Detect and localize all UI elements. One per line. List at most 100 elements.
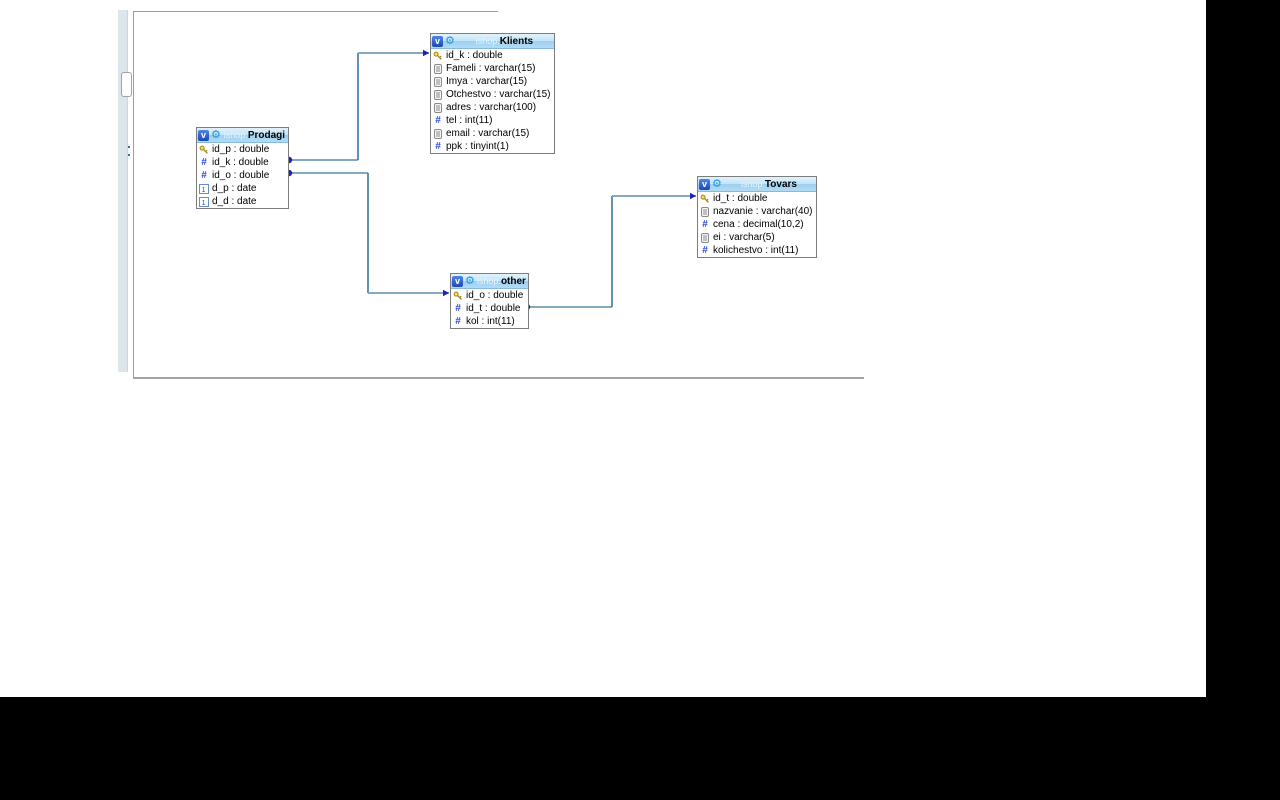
table-header[interactable]: v⚙ishop.Prodagi bbox=[197, 128, 288, 143]
field-label: Imya : varchar(15) bbox=[446, 76, 528, 87]
key-icon bbox=[433, 51, 443, 61]
table-title: ishop.Klients bbox=[475, 35, 534, 47]
field-label: cena : decimal(10,2) bbox=[713, 219, 804, 230]
field-row[interactable]: Fameli : varchar(15) bbox=[431, 62, 554, 75]
field-label: email : varchar(15) bbox=[446, 128, 530, 139]
numeric-icon: # bbox=[201, 156, 207, 168]
field-label: Otchestvo : varchar(15) bbox=[446, 89, 551, 100]
field-row[interactable]: 1 d_p : date bbox=[197, 182, 288, 195]
panel-grip-dot bbox=[128, 146, 130, 148]
key-icon bbox=[199, 145, 209, 155]
field-row[interactable]: # id_t : double bbox=[451, 302, 528, 315]
field-row[interactable]: # kolichestvo : int(11) bbox=[698, 244, 816, 257]
field-label: tel : int(11) bbox=[446, 115, 493, 126]
panel-expand-handle[interactable] bbox=[121, 72, 132, 97]
field-row[interactable]: 1 d_d : date bbox=[197, 195, 288, 208]
table-title: ishop.Tovars bbox=[740, 178, 797, 190]
field-row[interactable]: Imya : varchar(15) bbox=[431, 75, 554, 88]
relation-target-arrow bbox=[423, 49, 429, 57]
field-label: id_p : double bbox=[212, 144, 270, 155]
text-icon bbox=[700, 206, 710, 217]
field-label: id_t : double bbox=[466, 303, 521, 314]
field-label: id_t : double bbox=[713, 193, 768, 204]
field-label: ppk : tinyint(1) bbox=[446, 141, 509, 152]
text-icon bbox=[433, 128, 443, 139]
schema-prefix: ishop. bbox=[223, 129, 248, 140]
gear-icon[interactable]: ⚙ bbox=[211, 128, 221, 141]
field-row[interactable]: # id_k : double bbox=[197, 156, 288, 169]
field-row[interactable]: id_o : double bbox=[451, 289, 528, 302]
relation-target-arrow bbox=[690, 192, 696, 200]
schema-prefix: ishop. bbox=[475, 35, 500, 46]
field-row[interactable]: email : varchar(15) bbox=[431, 127, 554, 140]
collapse-button[interactable]: v bbox=[699, 178, 710, 190]
relation-lines-layer bbox=[285, 49, 696, 311]
field-label: id_o : double bbox=[466, 290, 524, 301]
schema-prefix: ishop. bbox=[476, 275, 501, 286]
svg-text:1: 1 bbox=[202, 199, 206, 206]
field-row[interactable]: id_t : double bbox=[698, 192, 816, 205]
field-label: nazvanie : varchar(40) bbox=[713, 206, 813, 217]
gear-icon[interactable]: ⚙ bbox=[465, 274, 475, 287]
canvas-page-border-bottom bbox=[133, 377, 864, 379]
text-icon bbox=[700, 232, 710, 243]
canvas-page-border-left bbox=[133, 11, 134, 378]
field-row[interactable]: # cena : decimal(10,2) bbox=[698, 218, 816, 231]
field-label: kolichestvo : int(11) bbox=[713, 245, 799, 256]
collapse-button[interactable]: v bbox=[452, 275, 463, 287]
text-icon bbox=[433, 76, 443, 87]
table-title: ishop.Prodagi bbox=[223, 129, 286, 141]
field-label: id_k : double bbox=[212, 157, 269, 168]
collapsed-side-panel bbox=[118, 10, 128, 372]
field-label: Fameli : varchar(15) bbox=[446, 63, 536, 74]
field-label: ei : varchar(5) bbox=[713, 232, 775, 243]
field-row[interactable]: # ppk : tinyint(1) bbox=[431, 140, 554, 153]
numeric-icon: # bbox=[201, 169, 207, 181]
field-row[interactable]: # id_o : double bbox=[197, 169, 288, 182]
key-icon bbox=[700, 194, 710, 204]
field-label: d_d : date bbox=[212, 196, 257, 207]
field-label: id_k : double bbox=[446, 50, 503, 61]
field-row[interactable]: ei : varchar(5) bbox=[698, 231, 816, 244]
numeric-icon: # bbox=[702, 244, 708, 256]
date-icon: 1 bbox=[199, 196, 209, 207]
numeric-icon: # bbox=[435, 140, 441, 152]
field-label: id_o : double bbox=[212, 170, 270, 181]
numeric-icon: # bbox=[702, 218, 708, 230]
numeric-icon: # bbox=[435, 114, 441, 126]
text-icon bbox=[433, 63, 443, 74]
table-header[interactable]: v⚙ishop.other bbox=[451, 274, 528, 289]
numeric-icon: # bbox=[455, 302, 461, 314]
canvas-page-border-top bbox=[133, 11, 498, 12]
svg-text:1: 1 bbox=[202, 186, 206, 193]
text-icon bbox=[433, 102, 443, 113]
text-icon bbox=[433, 89, 443, 100]
table-title: ishop.other bbox=[476, 275, 526, 287]
field-row[interactable]: nazvanie : varchar(40) bbox=[698, 205, 816, 218]
table-header[interactable]: v⚙ ishop.Klients bbox=[431, 34, 554, 49]
key-icon bbox=[453, 291, 463, 301]
relation-target-arrow bbox=[443, 289, 449, 297]
field-label: d_p : date bbox=[212, 183, 257, 194]
schema-prefix: ishop. bbox=[740, 178, 765, 189]
field-row[interactable]: adres : varchar(100) bbox=[431, 101, 554, 114]
gear-icon[interactable]: ⚙ bbox=[445, 34, 455, 47]
numeric-icon: # bbox=[455, 315, 461, 327]
field-row[interactable]: # tel : int(11) bbox=[431, 114, 554, 127]
table-header[interactable]: v⚙ ishop.Tovars bbox=[698, 177, 816, 192]
gear-icon[interactable]: ⚙ bbox=[712, 177, 722, 190]
field-row[interactable]: id_k : double bbox=[431, 49, 554, 62]
field-label: kol : int(11) bbox=[466, 316, 515, 327]
collapse-button[interactable]: v bbox=[198, 129, 209, 141]
field-row[interactable]: # kol : int(11) bbox=[451, 315, 528, 328]
table-card-tovars[interactable]: v⚙ ishop.Tovars id_t : double nazvanie : va… bbox=[697, 176, 817, 258]
field-row[interactable]: id_p : double bbox=[197, 143, 288, 156]
field-row[interactable]: Otchestvo : varchar(15) bbox=[431, 88, 554, 101]
panel-grip-dot bbox=[128, 154, 130, 156]
field-label: adres : varchar(100) bbox=[446, 102, 537, 113]
collapse-button[interactable]: v bbox=[432, 35, 443, 47]
